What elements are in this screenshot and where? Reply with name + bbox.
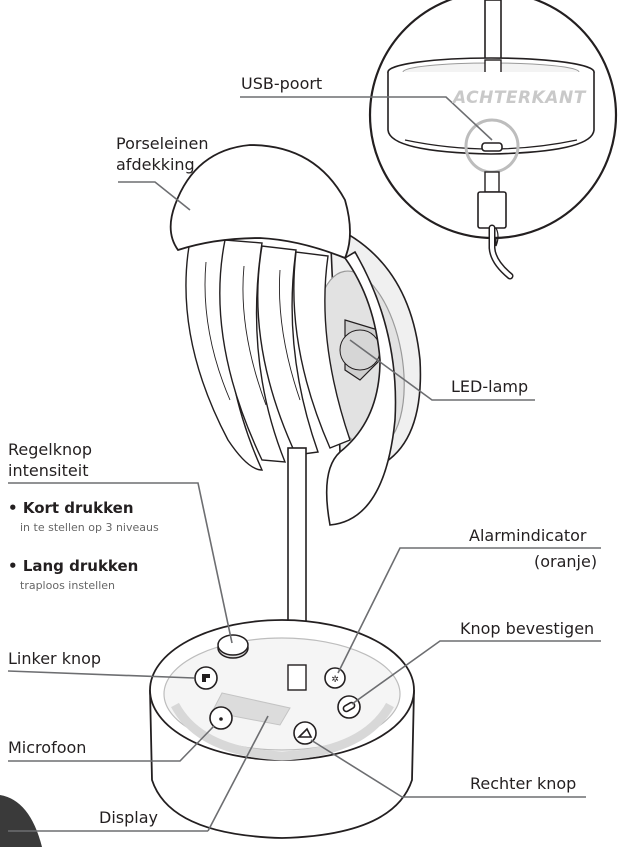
svg-text:✲: ✲ <box>331 675 339 685</box>
led-lamp-label: LED-lamp <box>451 377 528 397</box>
page-corner <box>0 795 42 847</box>
long-press-title: • Lang drukken <box>8 557 138 575</box>
short-press-title-text: Kort drukken <box>23 499 134 517</box>
long-press-desc: traploos instellen <box>20 579 115 592</box>
alarm-indicator-label-line2: (oranje) <box>534 552 597 572</box>
usb-port-label: USB-poort <box>241 74 322 94</box>
display-label: Display <box>99 808 158 828</box>
back-side-label: ACHTERKANT <box>453 88 586 108</box>
short-press-desc: in te stellen op 3 niveaus <box>20 521 159 534</box>
bullet-dot: • <box>8 499 18 517</box>
porcelain-cover-label-line1: Porseleinen <box>116 134 208 154</box>
short-press-title: • Kort drukken <box>8 499 134 517</box>
lamp-base: ✲ <box>150 620 414 838</box>
intensity-knob-label-line1: Regelknop <box>8 440 92 460</box>
bullet-dot: • <box>8 557 18 575</box>
left-button-label: Linker knop <box>8 649 101 669</box>
intensity-knob-label-line2: intensiteit <box>8 461 88 481</box>
alarm-indicator-label-line1: Alarmindicator <box>469 526 587 546</box>
microphone-label: Microfoon <box>8 738 86 758</box>
confirm-button-label: Knop bevestigen <box>460 619 594 639</box>
porcelain-cover-label-line2: afdekking <box>116 155 195 175</box>
right-button-label: Rechter knop <box>470 774 576 794</box>
back-view-inset <box>370 0 616 276</box>
long-press-title-text: Lang drukken <box>23 557 139 575</box>
